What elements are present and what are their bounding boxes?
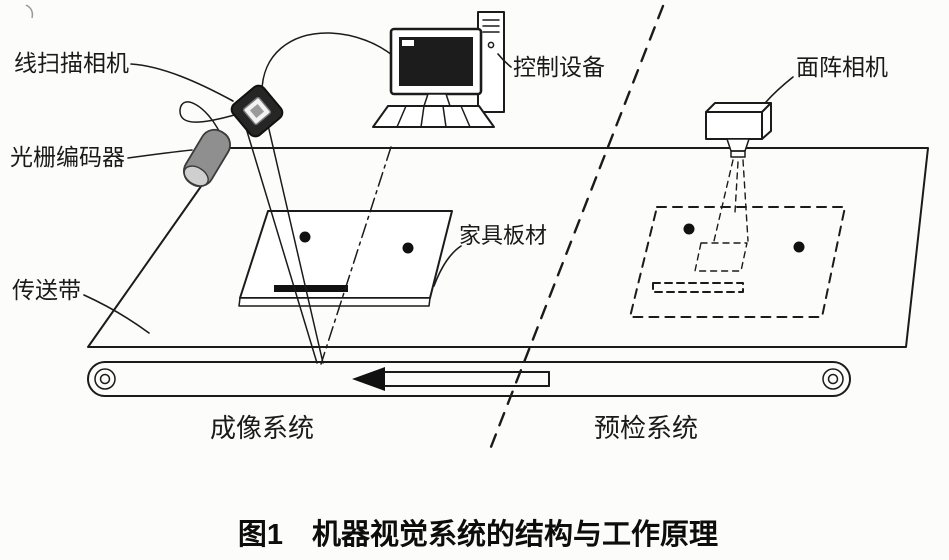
furniture-board-solid bbox=[238, 210, 453, 307]
furniture-board-dashed bbox=[629, 206, 846, 318]
stray-ink-mark bbox=[25, 4, 34, 19]
leader-conveyor-belt bbox=[83, 294, 150, 334]
leader-furniture-board bbox=[433, 245, 462, 287]
grating-encoder-body bbox=[183, 128, 231, 188]
board-slot-dashed bbox=[652, 282, 744, 293]
label-line-scan-camera: 线扫描相机 bbox=[14, 50, 129, 76]
area-scan-camera bbox=[705, 102, 772, 242]
board-hole-right-dashed bbox=[793, 241, 805, 253]
label-pre-inspection-system: 预检系统 bbox=[594, 413, 698, 443]
encoder-cable bbox=[179, 101, 239, 134]
belt-direction-arrow bbox=[352, 367, 550, 391]
area-camera-rays bbox=[713, 159, 749, 242]
label-conveyor-belt: 传送带 bbox=[12, 277, 81, 303]
board-slot bbox=[274, 285, 348, 292]
label-control-equipment: 控制设备 bbox=[513, 54, 605, 80]
computer-keyboard bbox=[372, 105, 495, 128]
figure-caption: 图1 机器视觉系统的结构与工作原理 bbox=[238, 517, 718, 551]
computer-tower bbox=[477, 11, 505, 113]
area-camera-lens-icon bbox=[726, 138, 750, 152]
label-furniture-board: 家具板材 bbox=[459, 223, 547, 248]
roller-right-icon bbox=[822, 368, 844, 390]
camera-cable bbox=[261, 32, 393, 93]
board-hole-left-dashed bbox=[683, 223, 695, 235]
leader-line-scan-camera bbox=[130, 63, 234, 102]
conveyor-table-surface bbox=[87, 147, 929, 348]
label-imaging-system: 成像系统 bbox=[210, 413, 314, 443]
optical-axis-line bbox=[320, 146, 392, 365]
board-hole-right bbox=[402, 242, 414, 254]
conveyor-belt-band bbox=[87, 361, 851, 397]
line-scan-camera-body bbox=[230, 84, 284, 138]
board-hole-left bbox=[299, 231, 311, 243]
control-computer bbox=[372, 11, 505, 128]
label-area-scan-camera: 面阵相机 bbox=[796, 54, 888, 80]
computer-monitor bbox=[389, 27, 483, 107]
scan-fan bbox=[245, 124, 392, 365]
roller-left-icon bbox=[94, 368, 116, 390]
leader-grating-encoder bbox=[127, 149, 193, 159]
system-divider-line bbox=[487, 4, 665, 454]
label-grating-encoder: 光栅编码器 bbox=[10, 144, 125, 170]
leader-area-camera bbox=[765, 76, 794, 103]
camera-footprint-dashed bbox=[694, 242, 748, 272]
monitor-stand bbox=[423, 93, 451, 107]
leader-control-equipment bbox=[497, 53, 512, 68]
